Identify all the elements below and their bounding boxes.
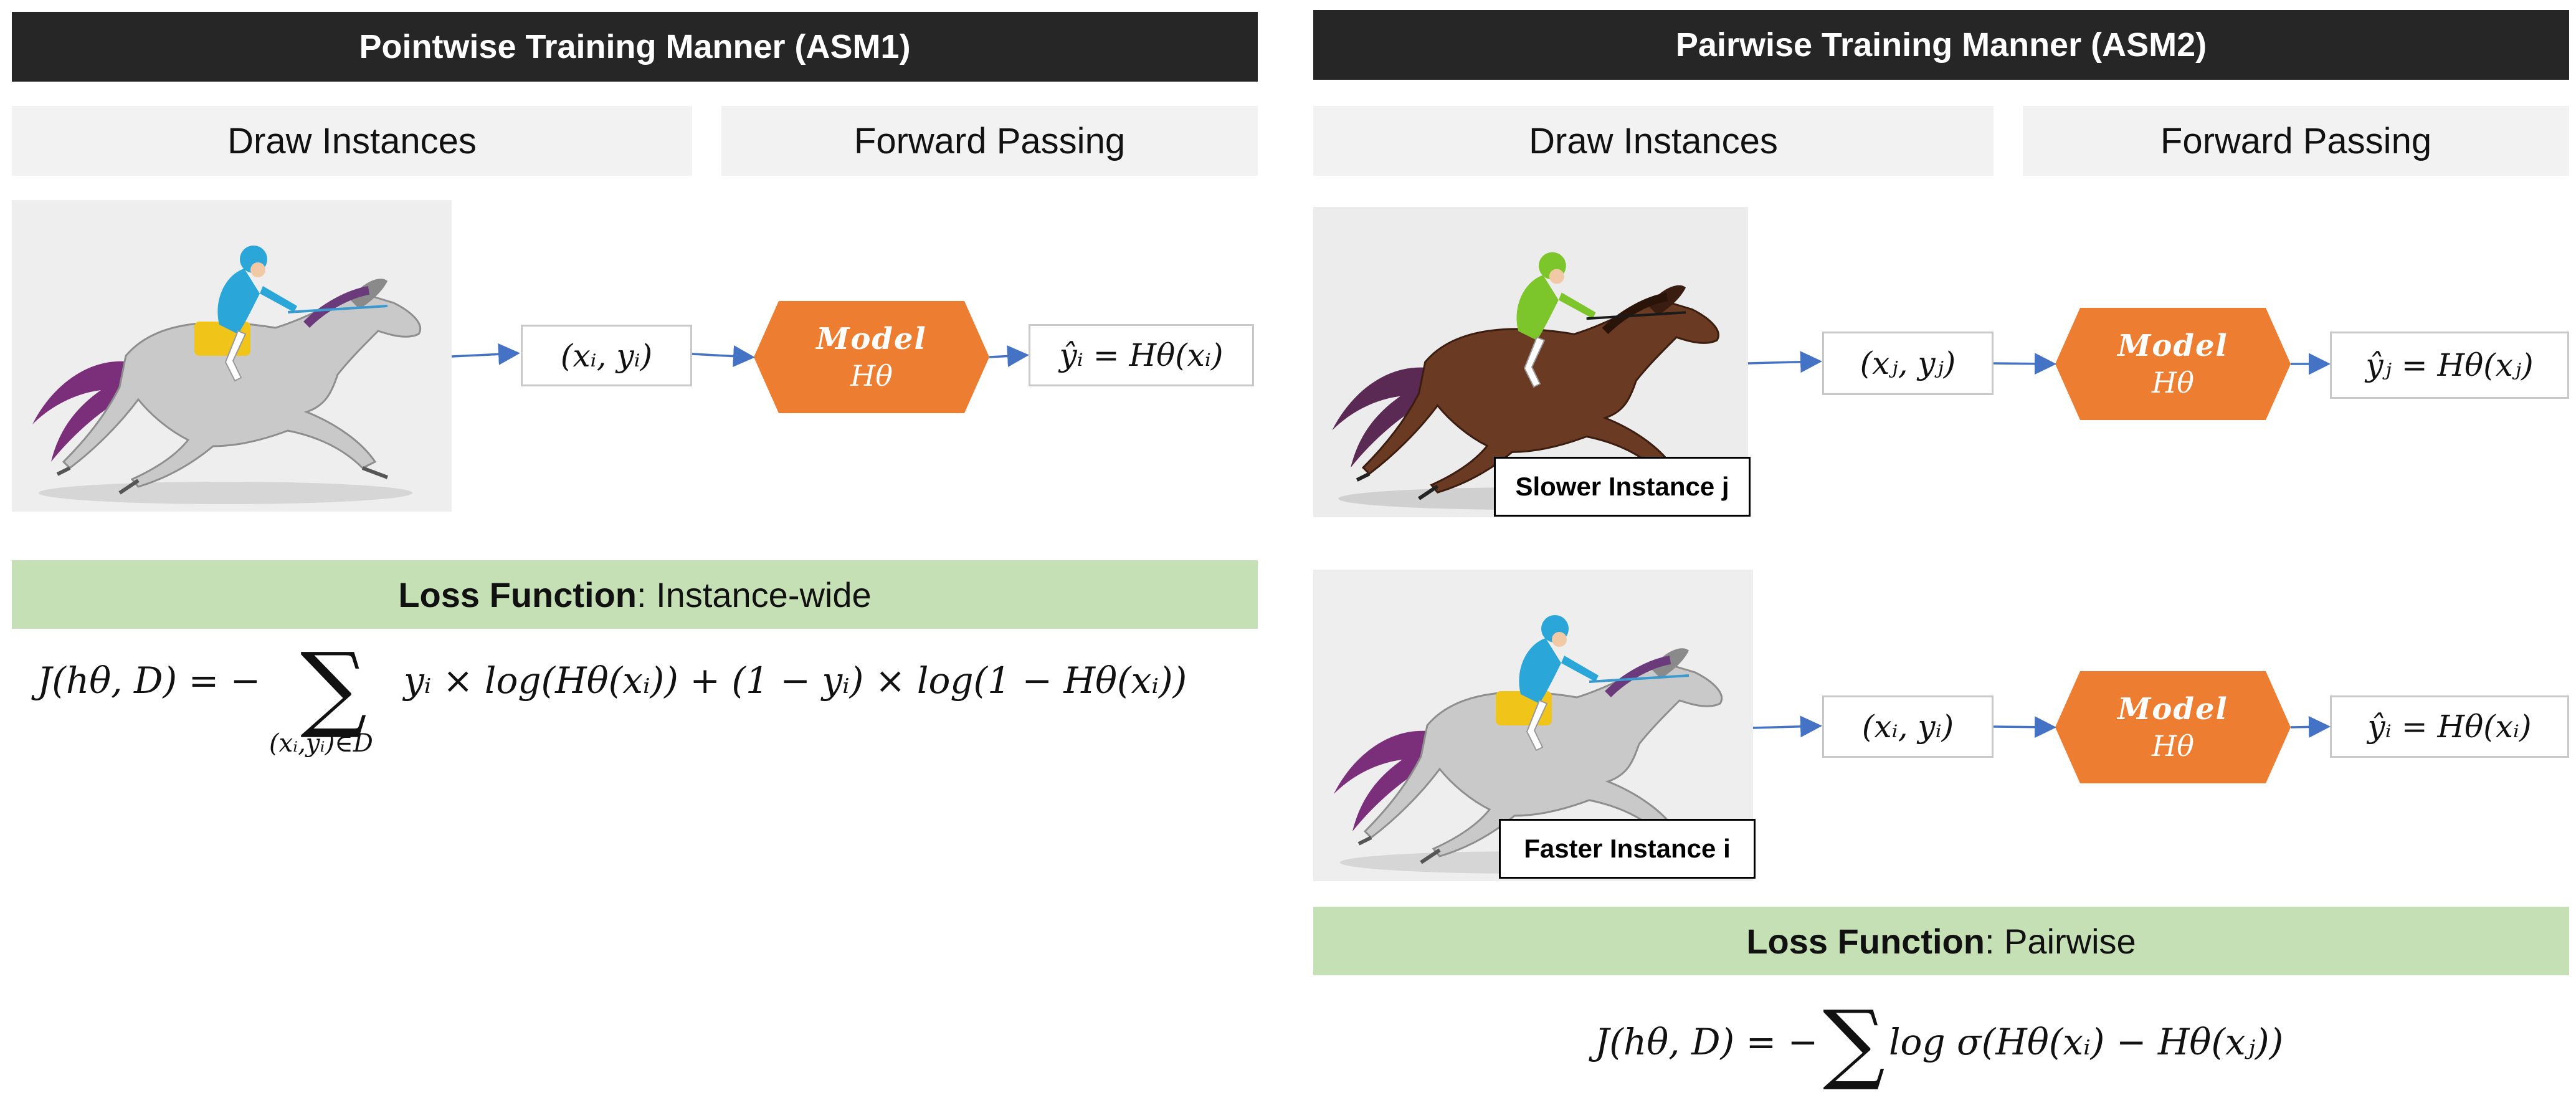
left-input-box: (xᵢ, yᵢ) — [521, 325, 692, 386]
arrow-model-to-output-left — [989, 345, 1029, 367]
left-model-block: Model Hθ — [754, 301, 989, 413]
left-sum-symbol: ∑ — [300, 633, 368, 742]
right-loss-bar: Loss Function: Pairwise — [1313, 907, 2569, 975]
right-loss-formula-lhs: J(hθ, D) = − — [1595, 1021, 1818, 1063]
right-loss-formula-rhs: log σ(Hθ(xᵢ) − Hθ(xⱼ)) — [1889, 1021, 2284, 1063]
left-model-title: Model — [816, 322, 927, 356]
left-loss-formula-rhs: yᵢ × log(Hθ(xᵢ)) + (1 − yᵢ) × log(1 − Hθ… — [404, 659, 1187, 702]
left-loss-label: Loss Function — [398, 575, 637, 614]
left-loss-formula-lhs: J(hθ, D) = − — [37, 659, 261, 702]
arrow-image-to-input-i — [1752, 715, 1822, 738]
right-input-box-j: (xⱼ, yⱼ) — [1822, 332, 1994, 395]
arrow-image-to-input-j — [1747, 351, 1822, 373]
right-loss-label: Loss Function — [1746, 921, 1985, 961]
left-forward-passing-label: Forward Passing — [721, 106, 1258, 176]
right-model-block-j: Model Hθ — [2055, 308, 2291, 420]
model-hexagon-shape — [2055, 671, 2291, 783]
model-hexagon-shape — [2055, 308, 2291, 420]
right-loss-type: : Pairwise — [1984, 921, 2136, 961]
right-draw-instances-label: Draw Instances — [1313, 106, 1994, 176]
faster-instance-label: Faster Instance i — [1499, 819, 1756, 879]
right-output-box-i: ŷᵢ = Hθ(xᵢ) — [2330, 695, 2569, 758]
pairwise-header: Pairwise Training Manner (ASM2) — [1313, 10, 2569, 80]
right-model-block-i: Model Hθ — [2055, 671, 2291, 783]
model-hexagon-shape — [754, 301, 989, 413]
right-model-subscript-i: Hθ — [2152, 729, 2194, 763]
left-draw-instances-label: Draw Instances — [12, 106, 692, 176]
racehorse-grey-icon — [32, 246, 421, 504]
left-loss-bar: Loss Function: Instance-wide — [12, 560, 1258, 629]
right-model-subscript-j: Hθ — [2152, 366, 2194, 399]
left-sum-subscript: (xᵢ,yᵢ)∈D — [269, 729, 373, 758]
pointwise-header: Pointwise Training Manner (ASM1) — [12, 12, 1258, 82]
arrow-image-to-input-left — [451, 343, 520, 365]
left-output-box: ŷᵢ = Hθ(xᵢ) — [1029, 324, 1254, 386]
right-model-title-i: Model — [2117, 692, 2228, 727]
right-sum-symbol: ∑ — [1823, 992, 1885, 1094]
arrow-input-to-model-j — [1993, 353, 2056, 375]
horse-image-grey — [12, 200, 452, 512]
left-loss-type: : Instance-wide — [637, 575, 872, 614]
arrow-input-to-model-left — [692, 345, 755, 367]
left-model-subscript: Hθ — [850, 359, 893, 393]
right-forward-passing-label: Forward Passing — [2023, 106, 2569, 176]
right-input-box-i: (xᵢ, yᵢ) — [1822, 695, 1994, 758]
right-model-title-j: Model — [2117, 328, 2228, 363]
slower-instance-label: Slower Instance j — [1494, 457, 1751, 517]
right-output-box-j: ŷⱼ = Hθ(xⱼ) — [2330, 332, 2569, 399]
